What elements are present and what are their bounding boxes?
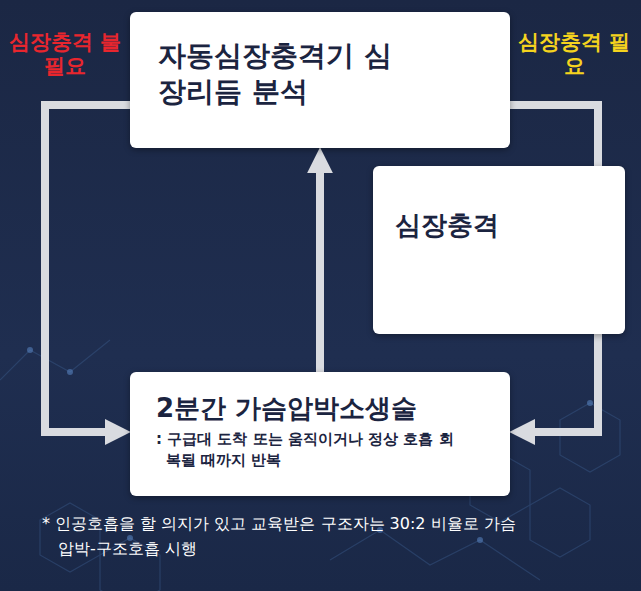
process-box: 2분간 가슴압박소생술 : 구급대 도착 또는 움직이거나 정상 호흡 회복될 때… [130, 372, 510, 496]
process-box: 심장충격 [373, 166, 625, 334]
box-title: 심장충격 [395, 210, 535, 241]
edge-label: 심장충격 필요 [512, 30, 636, 78]
connector [45, 105, 130, 432]
footnote: * 인공호흡을 할 의지가 있고 교육받은 구조자는 30:2 비율로 가슴압박… [42, 512, 528, 562]
box-body: : 구급대 도착 또는 움직이거나 정상 호흡 회복될 때까지 반복 [156, 429, 466, 473]
connector [316, 168, 324, 372]
process-box: 자동심장충격기 심장리듬 분석 [130, 12, 510, 148]
edge-label: 심장충격 불필요 [6, 30, 124, 78]
box-title: 자동심장충격기 심장리듬 분석 [158, 38, 398, 111]
connector [510, 105, 598, 166]
connector [530, 334, 598, 432]
box-title: 2분간 가슴압박소생술 [156, 392, 486, 425]
